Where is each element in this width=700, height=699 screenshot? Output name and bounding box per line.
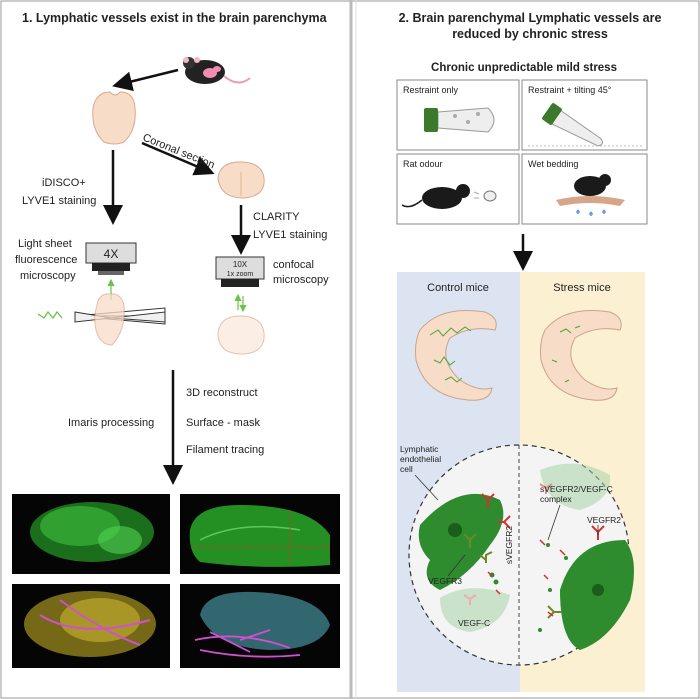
left-panel-title: 1. Lymphatic vessels exist in the brain … bbox=[22, 11, 328, 25]
objective-zoom-label: 1x zoom bbox=[227, 271, 254, 278]
arrow-mouse-to-brain bbox=[112, 68, 179, 92]
stressor-rat-odour: Rat odour bbox=[396, 153, 520, 225]
sample-brain-lightsheet bbox=[94, 293, 125, 346]
step-surface-mask: Surface - mask bbox=[186, 417, 260, 429]
mouse-icon bbox=[183, 57, 251, 84]
control-mice-label: Control mice bbox=[427, 282, 489, 294]
vegfc-dots bbox=[487, 512, 568, 632]
right-panel-title-2: reduced by chronic stress bbox=[452, 27, 608, 41]
light-sheet-label-2: fluorescence bbox=[15, 254, 77, 266]
whole-brain-icon bbox=[92, 91, 136, 145]
arrow-coronal-section bbox=[141, 141, 215, 176]
idisco-label-1: iDISCO+ bbox=[42, 177, 86, 189]
stress-mice-label: Stress mice bbox=[553, 282, 610, 294]
step-filament-tracing: Filament tracing bbox=[186, 444, 264, 456]
light-sheet-label-3: microscopy bbox=[20, 270, 76, 282]
svegfr2-label: sVEGFR2 bbox=[504, 526, 514, 565]
stressor-tilting-label: Restraint + tilting 45° bbox=[528, 85, 612, 95]
objective-10x: 10X 1x zoom bbox=[215, 256, 265, 287]
svegfr2-complex-label-1: sVEGFR2/VEGF-C bbox=[540, 484, 613, 494]
lec-label-2: endothelial bbox=[400, 454, 441, 464]
lec-stress-nucleus bbox=[592, 584, 604, 596]
imaris-processing-label: Imaris processing bbox=[68, 417, 154, 429]
clarity-label-1: CLARITY bbox=[253, 211, 300, 223]
stressor-restraint-tilting: Restraint + tilting 45° bbox=[521, 79, 648, 151]
lec-control bbox=[418, 493, 504, 590]
stressor-rat-odour-label: Rat odour bbox=[403, 159, 443, 169]
stressor-restraint-label: Restraint only bbox=[403, 85, 459, 95]
hippocampus-control bbox=[415, 309, 497, 401]
hippocampus-stress bbox=[540, 309, 622, 401]
stressor-restraint: Restraint only bbox=[396, 79, 520, 151]
lec-label-1: Lymphatic bbox=[400, 444, 439, 454]
step-3d-reconstruct: 3D reconstruct bbox=[186, 387, 258, 399]
coronal-section-label: Coronal section bbox=[141, 132, 216, 172]
lec-leader bbox=[414, 474, 439, 501]
lec-control-faded bbox=[440, 588, 510, 632]
vegfr3-leader bbox=[447, 554, 466, 577]
vegfr2-label: VEGFR2 bbox=[587, 515, 621, 525]
stressor-wet-bedding: Wet bedding bbox=[521, 153, 648, 225]
light-sheet-label-1: Light sheet bbox=[18, 238, 72, 250]
sample-coronal-confocal bbox=[217, 315, 265, 355]
lec-control-nucleus bbox=[448, 523, 462, 537]
objective-10x-label: 10X bbox=[233, 260, 248, 269]
lec-stress-faded bbox=[540, 463, 611, 510]
cums-title: Chronic unpredictable mild stress bbox=[431, 62, 617, 74]
confocal-label-2: microscopy bbox=[273, 274, 329, 286]
stressor-wet-bedding-label: Wet bedding bbox=[528, 159, 578, 169]
idisco-label-2: LYVE1 staining bbox=[22, 195, 96, 207]
objective-4x-label: 4X bbox=[104, 247, 119, 261]
vegfr3-label: VEGFR3 bbox=[428, 576, 462, 586]
vegfc-label: VEGF-C bbox=[458, 618, 490, 628]
clarity-label-2: LYVE1 staining bbox=[253, 229, 327, 241]
laser-icon bbox=[37, 310, 63, 320]
svegfr2-complex-leader bbox=[547, 504, 561, 541]
right-panel-title-1: 2. Brain parenchymal Lymphatic vessels a… bbox=[399, 11, 662, 25]
reconstruction-grid bbox=[12, 494, 340, 674]
objective-4x: 4X bbox=[85, 242, 137, 275]
svegfr2-complex-label-2: complex bbox=[540, 494, 572, 504]
confocal-label-1: confocal bbox=[273, 259, 314, 271]
lec-label-3: cell bbox=[400, 464, 413, 474]
